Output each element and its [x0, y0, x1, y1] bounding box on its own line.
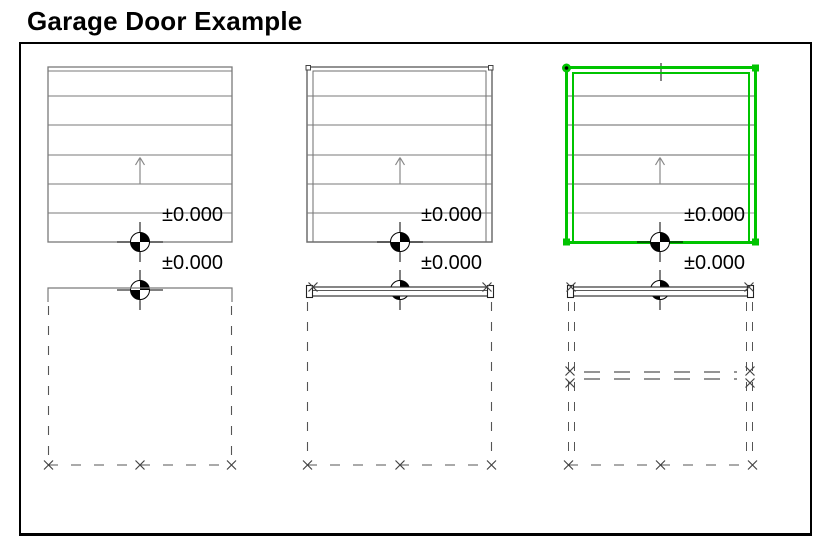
double-dashed-side-lines	[568, 302, 753, 456]
x-mark-icon	[747, 459, 758, 471]
opening-plan	[43, 287, 237, 471]
level-marker-icon	[116, 221, 164, 263]
corner-fixture	[488, 65, 494, 71]
opening-plan	[302, 281, 497, 471]
level-marker-icon	[376, 221, 424, 263]
door-panel-lines	[48, 95, 232, 214]
level-label: ±0.000	[421, 252, 483, 274]
door-slab-plan	[568, 286, 752, 297]
corner-fixture	[305, 65, 311, 71]
open-door-track-lines	[584, 371, 737, 380]
opening-plan	[563, 281, 758, 471]
x-mark-icon	[564, 377, 576, 389]
level-label: ±0.000	[421, 204, 483, 226]
drawing-door-framed	[302, 65, 497, 471]
x-mark-icon	[226, 459, 237, 471]
door-slab-plan	[307, 286, 492, 297]
selection-handles[interactable]	[562, 63, 759, 246]
jamb-cap	[305, 284, 314, 299]
level-label: ±0.000	[162, 204, 224, 226]
up-arrow-icon	[394, 156, 406, 185]
level-marker-icon	[116, 269, 164, 311]
dashed-side-lines	[306, 302, 493, 456]
level-label: ±0.000	[684, 252, 746, 274]
drawing-door-selected[interactable]	[562, 63, 759, 471]
up-arrow-icon	[654, 156, 666, 185]
door-panel-lines	[307, 95, 492, 214]
door-elevation	[305, 65, 494, 243]
x-mark-icon	[564, 365, 576, 377]
up-arrow-icon	[134, 156, 146, 185]
x-mark-icon	[486, 459, 497, 471]
level-marker-icon	[636, 221, 684, 263]
jamb-cap	[486, 284, 495, 299]
level-label: ±0.000	[684, 204, 746, 226]
page-title: Garage Door Example	[27, 6, 303, 36]
dashed-side-lines	[47, 306, 233, 456]
drawing-door-simple	[43, 66, 237, 471]
jamb-cap	[566, 284, 575, 299]
hotspot-dot[interactable]	[564, 66, 569, 70]
level-label: ±0.000	[162, 252, 224, 274]
